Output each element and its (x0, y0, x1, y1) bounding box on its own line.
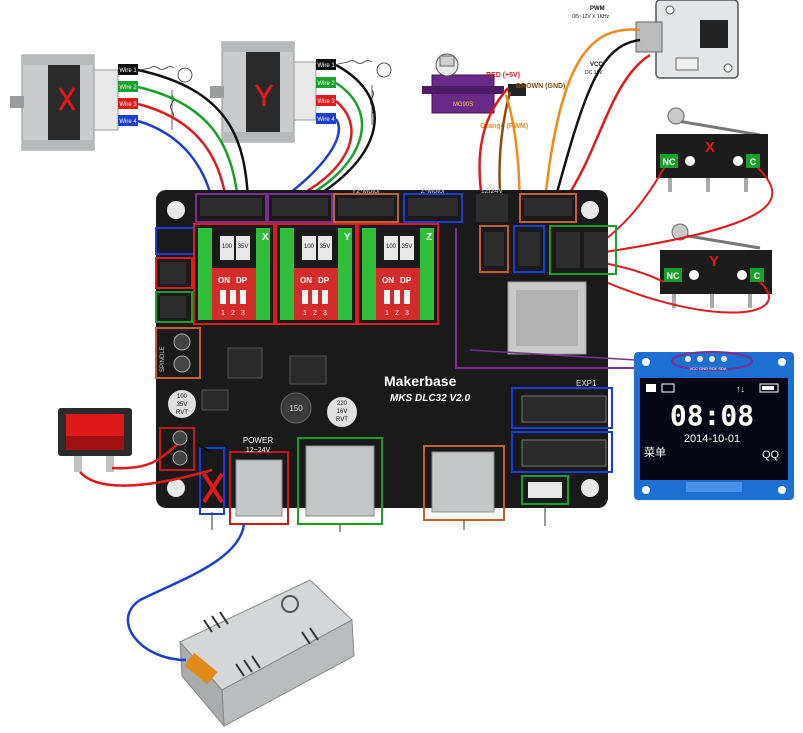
dip-y-on: ON (300, 276, 312, 285)
dip-z-num-2: 2 (395, 310, 399, 317)
dip-x-num-3: 3 (241, 310, 245, 317)
oled-date: 2014-10-01 (684, 433, 740, 445)
oled-qq: QQ (762, 449, 780, 461)
driver-z (362, 228, 434, 320)
cap2-line3: RVT (336, 417, 348, 423)
v12-24-label: 12/24V (481, 188, 504, 195)
stepper-motor-y: Y (210, 41, 317, 143)
driver-y-cap-2: 35V (320, 244, 331, 250)
dip-z-num-1: 1 (385, 310, 389, 317)
dip-switch-y: ON DP 1 2 3 (300, 276, 330, 317)
board-exp1: EXP1 (576, 379, 597, 388)
cap1-line1: 100 (177, 394, 188, 400)
driver-x-label: X (262, 232, 269, 243)
power-supply (179, 579, 355, 728)
laser-pwm-label: PWM (590, 6, 605, 12)
driver-x-cap-1: 100 (222, 244, 233, 250)
rocker-switch (58, 408, 132, 472)
laser-pwm-spec: 0/5~12V X 1KHz (572, 14, 610, 20)
cap1-line3: RVT (176, 410, 188, 416)
inductor-label: 150 (289, 404, 303, 413)
oled-display: VCC GND SCK SDA ↑↓ 08:08 2014-10-01 菜单 Q… (634, 351, 794, 500)
oled-arrows-icon: ↑↓ (736, 384, 745, 394)
driver-z-cap-1: 100 (386, 244, 397, 250)
motor-x-wire-1-label: Wire 1 (119, 68, 137, 74)
z-motor-label: Z-Motor (421, 188, 446, 195)
cap2-line2: 16V (337, 409, 348, 415)
dip-z-on: ON (382, 276, 394, 285)
servo-brown-label: BROWN (GND) (516, 83, 565, 90)
dip-switch-z: ON DP 1 2 3 (382, 276, 412, 317)
switch-x-c: C (750, 157, 757, 167)
dip-x-on: ON (218, 276, 230, 285)
motor-y-wire-4-label: Wire 4 (317, 117, 335, 123)
driver-z-cap-2: 35V (402, 244, 413, 250)
dip-z-num-3: 3 (405, 310, 409, 317)
servo-chip-label: MG90S (453, 102, 473, 108)
driver-y (280, 228, 352, 320)
dip-y-dp: DP (318, 276, 330, 285)
spindle-label: SPINDLE (160, 346, 166, 372)
switch-y-c: C (754, 271, 761, 281)
driver-x-cap-2: 35V (238, 244, 249, 250)
motor-x-coil-schematic (139, 66, 193, 130)
oled-pins-label: VCC GND SCK SDA (689, 366, 726, 371)
stepper-motor-x: X (10, 54, 119, 151)
motor-y-wire-3-label: Wire 3 (317, 99, 335, 105)
driver-x (198, 228, 270, 320)
power-terminal (159, 427, 195, 471)
limit-switch-y: NC C Y (660, 223, 772, 308)
cap1-line2: 35V (177, 402, 188, 408)
driver-y-cap-1: 100 (304, 244, 315, 250)
motor-x-wire-4-label: Wire 4 (119, 119, 137, 125)
laser-vcc-spec: DC 12V (585, 70, 603, 76)
dip-switch-x: ON DP 1 2 3 (218, 276, 248, 317)
dip-x-num-2: 2 (231, 310, 235, 317)
servo-red-label: RED (+5V) (486, 72, 520, 79)
bottom-ticks (211, 504, 546, 532)
cap2-line1: 220 (337, 401, 348, 407)
laser-wires (543, 28, 651, 201)
limit-switch-x: NC C X (656, 107, 768, 192)
switch-y-nc: NC (667, 271, 680, 281)
dip-x-dp: DP (236, 276, 248, 285)
dip-y-num-1: 1 (303, 310, 307, 317)
mks-dlc32-board: Y2-Motor Z-Motor 12/24V SPINDLE (155, 188, 637, 525)
motor-y-wire-tags: Wire 1 Wire 2 Wire 3 Wire 4 (316, 59, 336, 124)
switch-y-mark: Y (709, 253, 719, 270)
laser-vcc-label: VCC (590, 62, 603, 68)
power-label: POWER (243, 436, 273, 445)
oled-time: 08:08 (670, 399, 754, 432)
switch-x-nc: NC (663, 157, 676, 167)
switch-x-mark: X (705, 139, 715, 156)
motor-y-wire-1-label: Wire 1 (317, 63, 335, 69)
dip-x-num-1: 1 (221, 310, 225, 317)
laser-driver-module (635, 0, 739, 79)
servo-motor: MG90S (422, 53, 526, 114)
dip-y-num-2: 2 (313, 310, 317, 317)
power-range-label: 12~24V (246, 447, 271, 454)
dip-y-num-3: 3 (323, 310, 327, 317)
motor-y-wire-2-label: Wire 2 (317, 81, 335, 87)
motor-x-wire-tags: Wire 1 Wire 2 Wire 3 Wire 4 (118, 64, 138, 126)
board-model: MKS DLC32 V2.0 (390, 393, 470, 404)
motor-x-wire-3-label: Wire 3 (119, 102, 137, 108)
y2-motor-label: Y2-Motor (352, 188, 381, 195)
driver-z-label: Z (426, 232, 432, 243)
driver-y-label: Y (344, 232, 351, 243)
motor-x-wire-2-label: Wire 2 (119, 85, 137, 91)
oled-menu: 菜单 (644, 446, 666, 459)
psu-wire (126, 523, 246, 662)
board-brand: Makerbase (384, 373, 457, 389)
dip-z-dp: DP (400, 276, 412, 285)
